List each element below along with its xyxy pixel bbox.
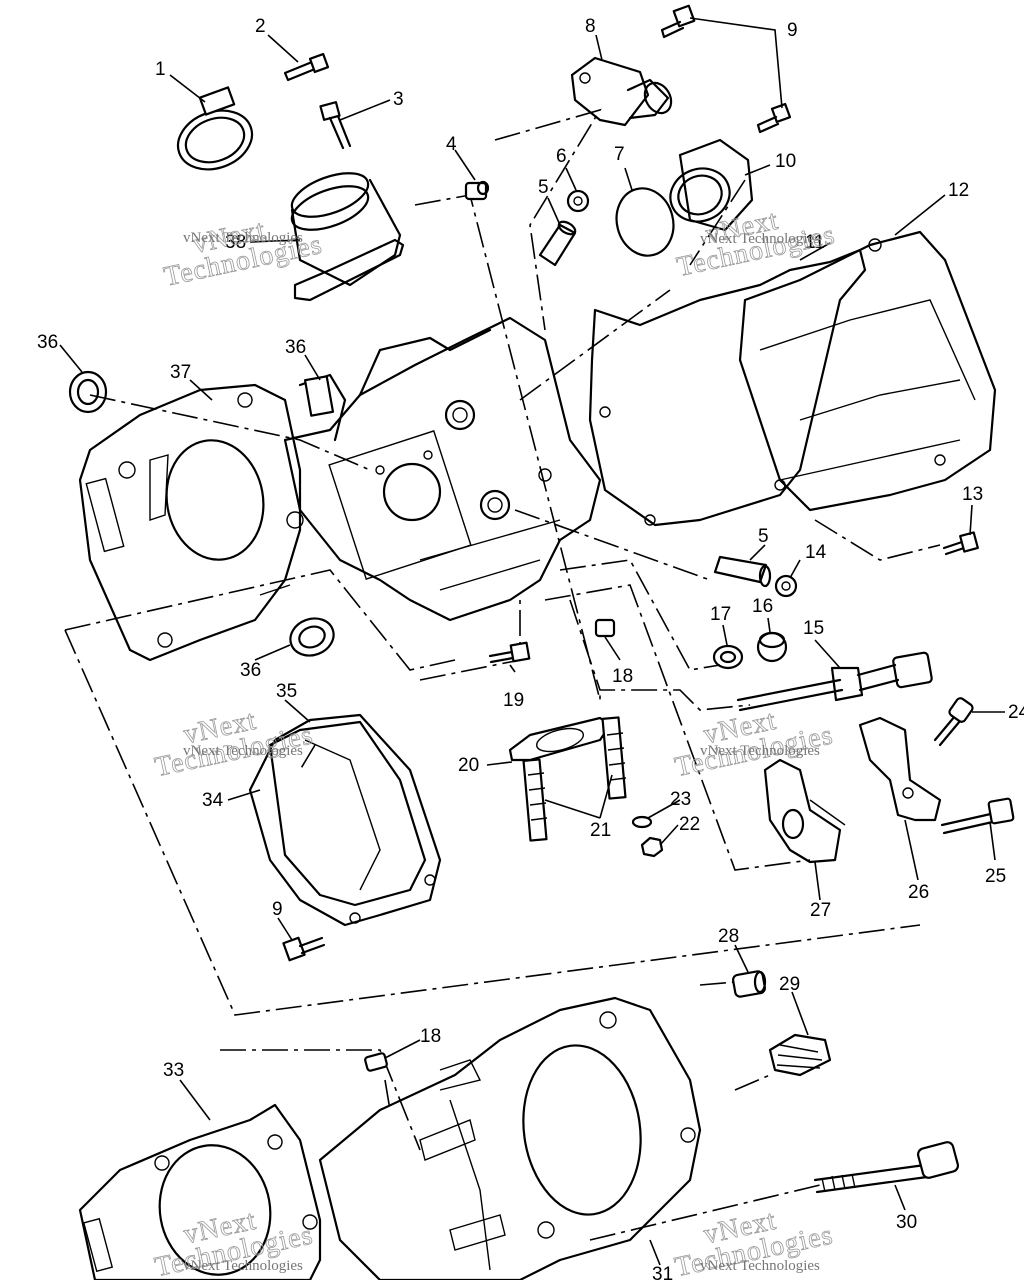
- callout-3: 3: [393, 89, 404, 110]
- part-exhaust-gasket-20: [508, 716, 612, 762]
- callout-37: 37: [170, 362, 191, 383]
- callout-16: 16: [752, 596, 773, 617]
- watermark-1: vNext Technologies: [161, 214, 326, 293]
- part-washer-17: [712, 644, 744, 670]
- part-bolt-13: [942, 531, 979, 556]
- watermark-text-6: vNext Technologies: [700, 1258, 820, 1274]
- callout-26: 26: [908, 882, 929, 903]
- part-cover-gasket-11: [588, 248, 867, 527]
- part-tube-5: [538, 220, 577, 267]
- callout-36-left: 36: [37, 332, 58, 353]
- callout-5: 5: [538, 177, 549, 198]
- watermark-text-5: vNext Technologies: [183, 1258, 303, 1274]
- callout-20: 20: [458, 755, 479, 776]
- callout-13: 13: [962, 484, 983, 505]
- part-rocker-cover-12: [738, 230, 997, 512]
- part-nut-14: [774, 574, 798, 598]
- callout-4: 4: [446, 134, 457, 155]
- callout-36-bottom: 36: [240, 660, 261, 681]
- callout-27: 27: [810, 900, 831, 921]
- callout-11: 11: [805, 232, 825, 253]
- part-bracket-27: [763, 758, 846, 864]
- part-bolt-25: [940, 797, 1015, 835]
- callout-10: 10: [775, 151, 796, 172]
- callout-8: 8: [585, 16, 596, 37]
- part-bracket-26: [858, 716, 942, 822]
- callout-2: 2: [255, 16, 266, 37]
- part-bolt-3: [319, 101, 352, 150]
- part-dowel-4: [464, 180, 490, 201]
- watermark-text-3: vNext Technologies: [183, 743, 303, 759]
- part-nut-6: [566, 189, 590, 213]
- callout-36-right: 36: [285, 337, 306, 358]
- callout-23: 23: [670, 789, 691, 810]
- part-clamp: [176, 86, 254, 171]
- callout-9-lower: 9: [272, 899, 283, 920]
- part-bolt-9-lower: [282, 936, 326, 962]
- part-seal-36-right: [303, 375, 335, 417]
- leader-lines: [59, 17, 1005, 1266]
- part-head-gasket-37: [78, 383, 304, 662]
- callout-7: 7: [614, 144, 625, 165]
- callout-1: 1: [155, 59, 166, 80]
- callout-12: 12: [948, 180, 969, 201]
- callout-29: 29: [779, 974, 800, 995]
- part-bolt-15: [736, 651, 933, 712]
- callout-30: 30: [896, 1212, 917, 1233]
- part-base-gasket-33: [78, 1103, 322, 1280]
- callout-19: 19: [503, 690, 524, 711]
- part-thermostat-housing: [570, 56, 673, 127]
- callout-14: 14: [805, 542, 827, 563]
- callout-22: 22: [679, 814, 700, 835]
- callout-numbers: 1 2 3 4 5 6 7 8 9 10 11 12 13 5 14 15 16…: [37, 16, 1024, 1280]
- part-dowel-28: [732, 970, 767, 998]
- part-cylinder-31: [318, 996, 702, 1280]
- part-bolt-19: [488, 641, 531, 664]
- callout-17: 17: [710, 604, 731, 625]
- callout-35: 35: [276, 681, 297, 702]
- part-bolt-24: [933, 697, 974, 747]
- callout-28: 28: [718, 926, 739, 947]
- part-rocker-cover-lower-34: [248, 713, 442, 927]
- watermark-text-4: vNext Technologies: [700, 743, 820, 759]
- callout-5-right: 5: [758, 526, 769, 547]
- part-bolt-2: [283, 52, 330, 82]
- callout-25: 25: [985, 866, 1006, 887]
- part-fitting-16: [756, 631, 788, 663]
- callout-18-lower: 18: [420, 1026, 441, 1047]
- watermarks: vNext Technologies vNext Technologies vN…: [152, 204, 839, 1280]
- callout-15: 15: [803, 618, 824, 639]
- part-fitting-29: [768, 1033, 832, 1077]
- part-seal-36-left: [68, 370, 108, 414]
- part-washer-23: [631, 815, 653, 829]
- callout-9-top: 9: [787, 20, 798, 41]
- part-dowel-18-upper: [594, 618, 616, 638]
- watermark-text-1: vNext Technologies: [183, 230, 303, 246]
- part-cylinder-head-upper: [283, 316, 602, 622]
- part-nut-22: [640, 836, 664, 858]
- part-bolt-9-top: [660, 4, 792, 134]
- callout-21: 21: [590, 820, 611, 841]
- part-studs-21: [522, 716, 627, 842]
- callout-24: 24: [1008, 702, 1024, 723]
- part-intake-boot: [290, 172, 405, 302]
- watermark-3: vNext Technologies: [152, 704, 317, 783]
- part-o-ring-7: [615, 187, 675, 257]
- callout-31: 31: [652, 1264, 673, 1280]
- callout-18-upper: 18: [612, 666, 633, 687]
- part-seal-36-bottom: [289, 617, 335, 657]
- watermark-text-2: vNext Technologies: [700, 231, 820, 247]
- callout-33: 33: [163, 1060, 184, 1081]
- part-tube-5-right: [713, 555, 772, 588]
- callout-34: 34: [202, 790, 224, 811]
- part-bolt-30: [813, 1141, 960, 1194]
- callout-6: 6: [556, 146, 567, 167]
- part-water-neck-10: [669, 138, 754, 232]
- part-dowel-18-lower: [364, 1052, 388, 1072]
- callout-38: 38: [225, 232, 246, 253]
